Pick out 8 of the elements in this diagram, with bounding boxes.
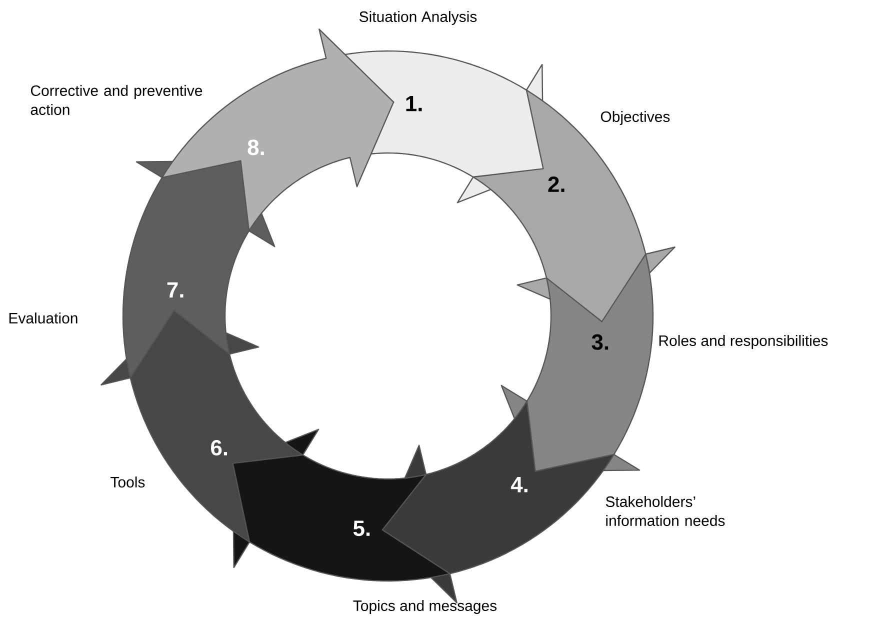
step-label: Tools <box>110 476 145 488</box>
step-label: Objectives <box>600 111 670 125</box>
step-label: Situation Analysis <box>359 11 477 25</box>
step-label: Roles and responsibilities <box>659 335 828 349</box>
arrow-segment: 3. <box>500 254 654 472</box>
arrow-segment: 5. <box>232 428 450 582</box>
arrow-segment: 7. <box>122 160 276 378</box>
step-label: Evaluation <box>9 312 78 324</box>
